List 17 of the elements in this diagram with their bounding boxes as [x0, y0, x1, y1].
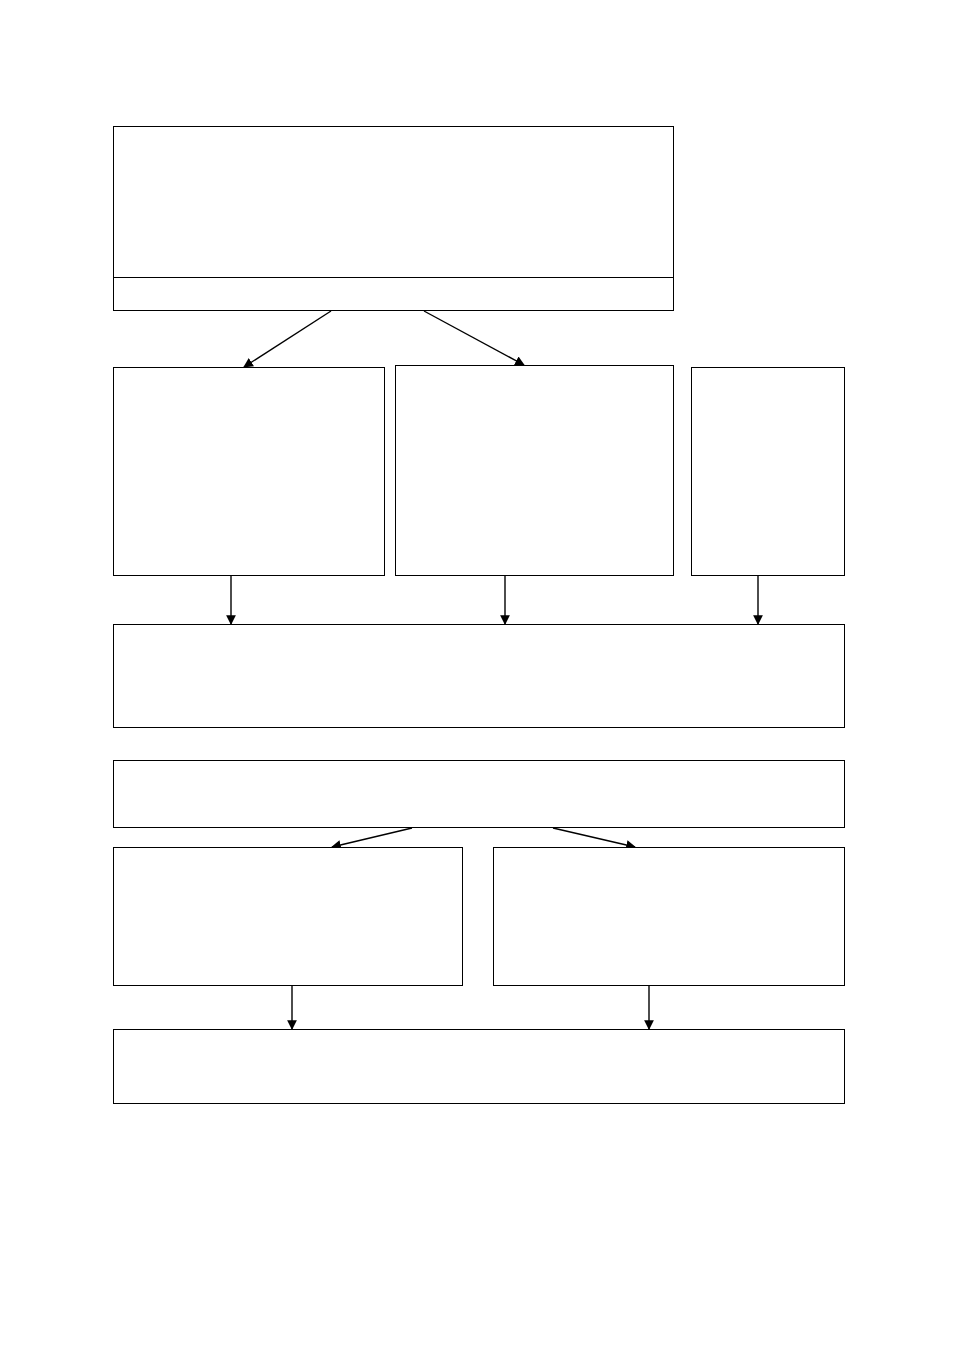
arrow: [644, 985, 654, 1030]
arrow: [500, 575, 510, 625]
empty-box: [113, 277, 674, 311]
empty-box: [113, 126, 674, 278]
arrow: [226, 575, 236, 625]
empty-box: [395, 365, 674, 576]
empty-box: [113, 1029, 845, 1104]
arrow: [423, 310, 525, 366]
empty-box: [113, 847, 463, 986]
empty-box: [113, 367, 385, 576]
arrow: [287, 985, 297, 1030]
empty-box: [691, 367, 845, 576]
arrow: [243, 310, 332, 368]
empty-box: [113, 760, 845, 828]
empty-box: [113, 624, 845, 728]
empty-box: [493, 847, 845, 986]
arrow: [753, 575, 763, 625]
